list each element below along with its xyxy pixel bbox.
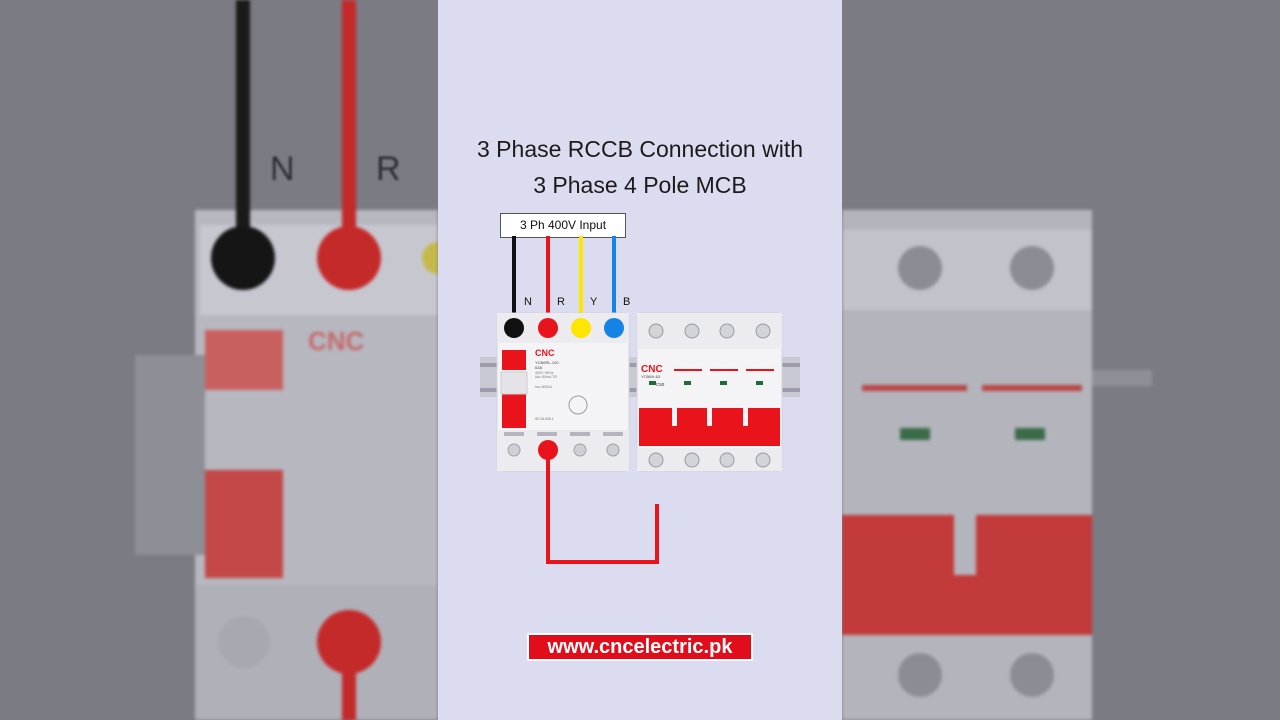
terminal-b xyxy=(604,318,624,338)
wire-y xyxy=(579,236,583,328)
terminal-y xyxy=(571,318,591,338)
terminal-n xyxy=(504,318,524,338)
bg-label-r: R xyxy=(376,150,401,188)
footer-url[interactable]: www.cncelectric.pk xyxy=(527,633,753,661)
rccb-spec-current: IΔn=30mA TΩ xyxy=(535,375,557,379)
mcb-rating: C50 xyxy=(656,382,665,387)
terminal-r xyxy=(538,318,558,338)
mcb-brand: CNC xyxy=(641,364,663,375)
input-label-box: 3 Ph 400V Input xyxy=(500,213,626,238)
output-wire-r xyxy=(546,450,659,564)
wire-label-n: N xyxy=(524,296,532,308)
wire-label-y: Y xyxy=(590,296,598,308)
bg-brand-text: CNC xyxy=(308,326,365,356)
title-line-2: 3 Phase 4 Pole MCB xyxy=(533,172,747,198)
rccb-brand: CNC xyxy=(535,348,555,358)
wire-r xyxy=(546,236,550,328)
wiring-diagram: CNC YCB6RL-100 63A 400V~50Hz IΔn=30mA TΩ… xyxy=(480,236,800,564)
wire-label-r: R xyxy=(557,296,565,308)
rccb-rating: 63A xyxy=(535,365,542,370)
mcb-model: YCB6H-63 xyxy=(641,374,661,379)
rccb-spec-voltage: 400V~50Hz xyxy=(535,371,554,375)
wire-n xyxy=(512,236,516,328)
rccb-inc: Inc=6000A xyxy=(535,385,552,389)
wire-b xyxy=(612,236,616,328)
rccb-model: YCB6RL-100 xyxy=(535,360,559,365)
rccb-standard: IEC61008-1 xyxy=(535,417,554,421)
mcb-device xyxy=(636,312,783,472)
background-left-blurred: CNC N R xyxy=(0,0,438,720)
wire-label-b: B xyxy=(623,296,630,308)
background-right-blurred xyxy=(842,0,1280,720)
title-line-1: 3 Phase RCCB Connection with xyxy=(477,136,803,162)
bg-label-n: N xyxy=(270,150,295,188)
diagram-panel: 3 Phase RCCB Connection with 3 Phase 4 P… xyxy=(438,0,842,720)
